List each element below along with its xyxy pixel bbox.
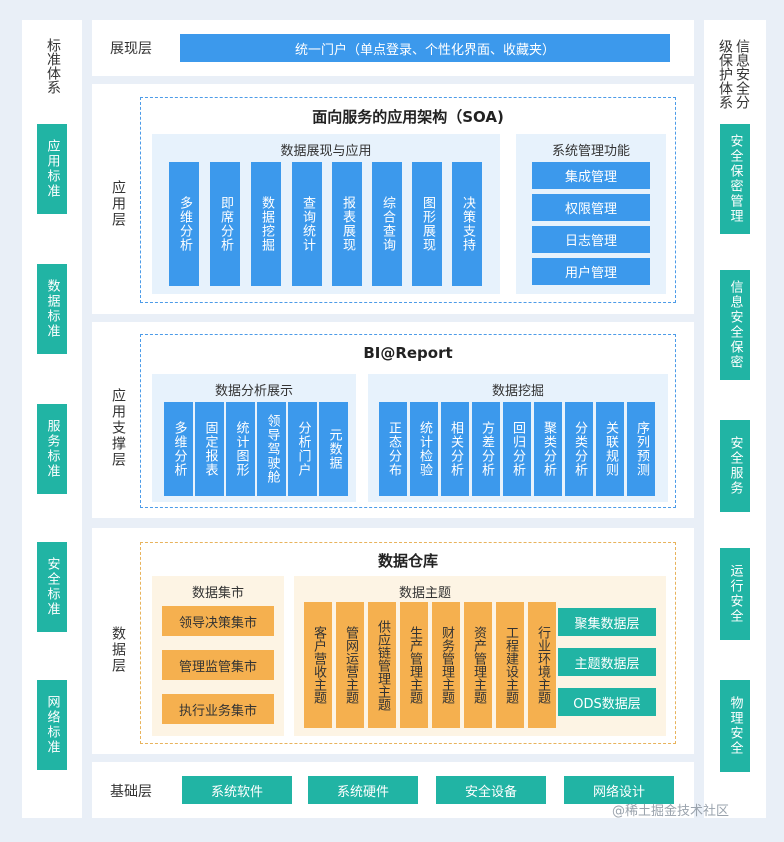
standards-column: 标准体系 应用标准 数据标准 服务标准 安全标准 网络标准 — [22, 20, 82, 818]
standard-item: 网络标准 — [37, 680, 67, 770]
analysis-item: 元数据 — [319, 402, 348, 496]
security-item: 运行安全 — [720, 548, 750, 640]
display-item: 即席分析 — [210, 162, 240, 286]
soa-title: 面向服务的应用架构（SOA) — [312, 108, 504, 126]
subject-item: 资产管理主题 — [464, 602, 492, 728]
security-item: 物理安全 — [720, 680, 750, 772]
data-warehouse-title: 数据仓库 — [377, 552, 438, 570]
analysis-item: 统计图形 — [226, 402, 255, 496]
support-layer: 应用支撑层 BI@Report 数据分析展示 多维分析 固定报表 统计图形 领导… — [92, 322, 694, 518]
data-tier-item: 主题数据层 — [558, 648, 656, 676]
mining-item: 关联规则 — [596, 402, 624, 496]
system-mgmt-title: 系统管理功能 — [551, 144, 630, 159]
mart-item: 领导决策集市 — [162, 606, 274, 636]
display-item: 数据挖掘 — [251, 162, 281, 286]
standard-item: 数据标准 — [37, 264, 67, 354]
watermark: @稀土掘金技术社区 — [612, 804, 730, 819]
mgmt-item: 用户管理 — [532, 258, 650, 285]
subject-item: 生产管理主题 — [400, 602, 428, 728]
subject-item: 供应链管理主题 — [368, 602, 396, 728]
system-mgmt-group: 系统管理功能 集成管理 权限管理 日志管理 用户管理 — [516, 134, 666, 294]
display-item: 决策支持 — [452, 162, 482, 286]
security-item: 安全保密管理 — [720, 124, 750, 234]
security-item: 安全服务 — [720, 420, 750, 512]
analysis-item: 分析门户 — [288, 402, 317, 496]
bi-report-frame — [140, 334, 676, 508]
analysis-item: 固定报表 — [195, 402, 224, 496]
subject-item: 行业环境主题 — [528, 602, 556, 728]
display-item: 综合查询 — [372, 162, 402, 286]
standard-item: 应用标准 — [37, 124, 67, 214]
security-item: 信息安全保密 — [720, 270, 750, 380]
application-layer-label: 应用层 — [110, 180, 126, 228]
mart-item: 执行业务集市 — [162, 694, 274, 724]
analysis-display-group: 数据分析展示 多维分析 固定报表 统计图形 领导驾驶舱 分析门户 元数据 — [152, 374, 356, 502]
base-layer: 基础层 系统软件 系统硬件 安全设备 网络设计 — [92, 762, 694, 818]
base-item: 系统软件 — [182, 776, 292, 804]
mining-item: 相关分析 — [441, 402, 469, 496]
standard-item: 服务标准 — [37, 404, 67, 494]
presentation-layer: 展现层 统一门户（单点登录、个性化界面、收藏夹） — [92, 20, 694, 76]
base-item: 网络设计 — [564, 776, 674, 804]
subject-item: 管网运营主题 — [336, 602, 364, 728]
analysis-item: 领导驾驶舱 — [257, 402, 286, 496]
base-item: 系统硬件 — [308, 776, 418, 804]
subject-item: 工程建设主题 — [496, 602, 524, 728]
support-layer-label: 应用支撑层 — [110, 388, 126, 468]
analysis-item: 多维分析 — [164, 402, 193, 496]
presentation-layer-label: 展现层 — [110, 41, 152, 57]
data-display-group: 数据展现与应用 多维分析 即席分析 数据挖掘 查询统计 报表展现 综合查询 图形… — [152, 134, 500, 294]
standard-item: 安全标准 — [37, 542, 67, 632]
mining-item: 序列预测 — [627, 402, 655, 496]
data-subject-group: 数据主题 客户营收主题 管网运营主题 供应链管理主题 生产管理主题 财务管理主题… — [294, 576, 666, 736]
data-subject-title: 数据主题 — [398, 586, 451, 601]
unified-portal: 统一门户（单点登录、个性化界面、收藏夹） — [180, 34, 670, 62]
mgmt-item: 权限管理 — [532, 194, 650, 221]
data-display-title: 数据展现与应用 — [280, 144, 372, 159]
subject-item: 财务管理主题 — [432, 602, 460, 728]
mining-item: 方差分析 — [472, 402, 500, 496]
mart-item: 管理监管集市 — [162, 650, 274, 680]
display-item: 报表展现 — [332, 162, 362, 286]
bi-report-title: BI@Report — [363, 344, 453, 362]
display-item: 多维分析 — [169, 162, 199, 286]
mgmt-item: 日志管理 — [532, 226, 650, 253]
standards-title: 标准体系 — [45, 38, 61, 94]
display-item: 图形展现 — [412, 162, 442, 286]
soa-frame — [140, 97, 676, 303]
base-item: 安全设备 — [436, 776, 546, 804]
mining-item: 正态分布 — [379, 402, 407, 496]
data-mining-group: 数据挖掘 正态分布 统计检验 相关分析 方差分析 回归分析 聚类分析 分类分析 … — [368, 374, 668, 502]
mining-item: 聚类分析 — [534, 402, 562, 496]
base-layer-label: 基础层 — [110, 784, 152, 800]
subject-item: 客户营收主题 — [304, 602, 332, 728]
data-layer-label: 数据层 — [110, 626, 126, 674]
data-tier-item: 聚集数据层 — [558, 608, 656, 636]
data-mining-title: 数据挖掘 — [491, 384, 544, 399]
data-mart-group: 数据集市 领导决策集市 管理监管集市 执行业务集市 — [152, 576, 284, 736]
application-layer: 应用层 面向服务的应用架构（SOA) 数据展现与应用 多维分析 即席分析 数据挖… — [92, 84, 694, 314]
analysis-display-title: 数据分析展示 — [214, 384, 293, 399]
mining-item: 回归分析 — [503, 402, 531, 496]
security-column: 信息安全分级保护体系 安全保密管理 信息安全保密 安全服务 运行安全 物理安全 — [704, 20, 766, 818]
mining-item: 统计检验 — [410, 402, 438, 496]
data-warehouse-frame — [140, 542, 676, 744]
data-tier-item: ODS数据层 — [558, 688, 656, 716]
mining-item: 分类分析 — [565, 402, 593, 496]
security-title: 信息安全分级保护体系 — [717, 39, 750, 109]
display-item: 查询统计 — [292, 162, 322, 286]
data-mart-title: 数据集市 — [191, 586, 244, 601]
data-layer: 数据层 数据仓库 数据集市 领导决策集市 管理监管集市 执行业务集市 数据主题 … — [92, 528, 694, 754]
mgmt-item: 集成管理 — [532, 162, 650, 189]
